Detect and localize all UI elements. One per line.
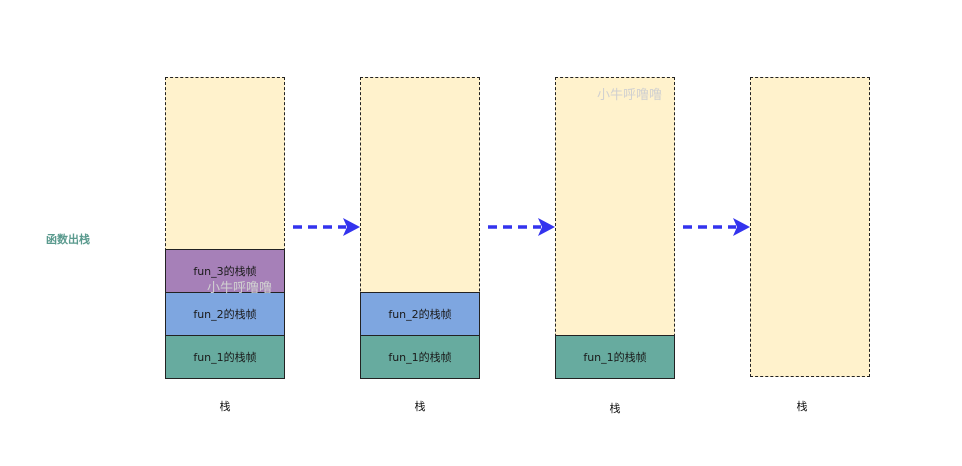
arrow-1 bbox=[293, 218, 360, 236]
stack-frame: fun_1的栈帧 bbox=[165, 335, 285, 379]
arrow-2 bbox=[488, 218, 555, 236]
stack-frame: fun_2的栈帧 bbox=[360, 292, 480, 336]
watermark: 小牛呼噜噜 bbox=[597, 88, 663, 103]
stack-3: fun_1的栈帧 bbox=[555, 77, 675, 379]
stack-caption: 栈 bbox=[414, 400, 426, 413]
stack-2: fun_2的栈帧 fun_1的栈帧 bbox=[360, 77, 480, 379]
arrow-3 bbox=[683, 218, 750, 236]
stack-caption: 栈 bbox=[219, 400, 231, 413]
stack-caption: 栈 bbox=[609, 402, 621, 415]
stack-4 bbox=[750, 77, 870, 377]
stack-frame: fun_3的栈帧 bbox=[165, 249, 285, 293]
stack-1: fun_3的栈帧 fun_2的栈帧 fun_1的栈帧 bbox=[165, 77, 285, 379]
stack-frame: fun_1的栈帧 bbox=[555, 335, 675, 379]
diagram-label: 函数出栈 bbox=[46, 233, 90, 246]
watermark: 小牛呼噜噜 bbox=[207, 281, 273, 296]
stack-caption: 栈 bbox=[796, 400, 808, 413]
stack-frame: fun_2的栈帧 bbox=[165, 292, 285, 336]
stack-frame: fun_1的栈帧 bbox=[360, 335, 480, 379]
